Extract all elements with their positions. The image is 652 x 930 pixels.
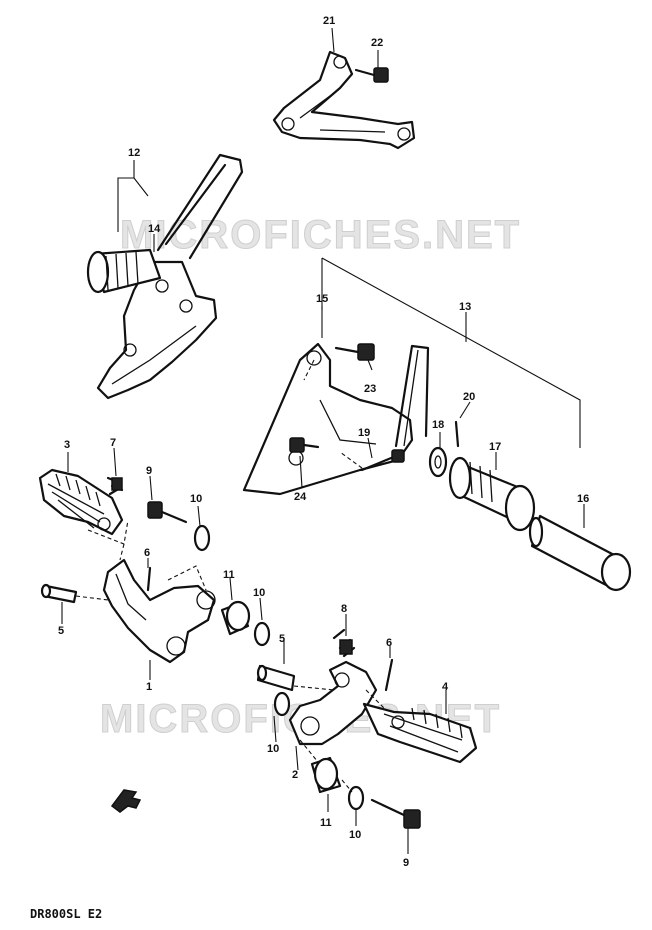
left-footrest-bracket bbox=[96, 153, 244, 400]
pin-6-right bbox=[384, 658, 394, 692]
callout-22: 22 bbox=[371, 37, 383, 49]
callout-18: 18 bbox=[432, 419, 444, 431]
bolt-19 bbox=[360, 449, 405, 472]
callout-12: 12 bbox=[128, 147, 140, 159]
callout-11-left: 11 bbox=[223, 569, 235, 581]
callout-13: 13 bbox=[459, 301, 471, 313]
callout-17: 17 bbox=[489, 441, 501, 453]
callout-24: 24 bbox=[294, 491, 307, 503]
callout-9-bottom: 9 bbox=[403, 857, 409, 869]
callout-6-right: 6 bbox=[386, 637, 392, 649]
callout-4: 4 bbox=[442, 681, 449, 693]
callout-11-right: 11 bbox=[320, 817, 332, 829]
washer-10-bottom bbox=[347, 785, 365, 811]
callout-10-right: 10 bbox=[267, 743, 279, 755]
bushing-11-left bbox=[220, 600, 251, 636]
dashed-assembly-lines bbox=[75, 359, 387, 793]
pin-6-left bbox=[146, 566, 152, 592]
upper-bracket bbox=[272, 50, 416, 150]
callout-14: 14 bbox=[148, 223, 161, 235]
callout-21: 21 bbox=[323, 15, 335, 27]
callout-5-right: 5 bbox=[279, 633, 285, 645]
leader-lines bbox=[61, 27, 585, 854]
front-arrow-icon bbox=[110, 789, 142, 813]
callout-23: 23 bbox=[364, 383, 376, 395]
right-footrest-peg-4 bbox=[362, 702, 478, 764]
washer-10-mid bbox=[253, 621, 271, 647]
bolt-22 bbox=[354, 67, 389, 83]
washer-18 bbox=[428, 446, 448, 478]
callout-19: 19 bbox=[358, 427, 370, 439]
pivot-shaft-14 bbox=[86, 248, 162, 294]
bolt-9-bottom bbox=[370, 798, 421, 829]
callout-9-top: 9 bbox=[146, 465, 152, 477]
callout-6-left: 6 bbox=[144, 547, 150, 559]
callout-10-bottom: 10 bbox=[349, 829, 361, 841]
model-code: DR800SL E2 bbox=[30, 907, 102, 921]
right-footrest-bracket bbox=[242, 342, 430, 496]
bushing-17 bbox=[448, 456, 536, 532]
callout-2: 2 bbox=[292, 769, 298, 781]
right-footrest-bracket-2 bbox=[288, 660, 378, 746]
callout-16: 16 bbox=[577, 493, 589, 505]
spring-7 bbox=[106, 476, 124, 496]
callout-8: 8 bbox=[341, 603, 347, 615]
bolt-23 bbox=[334, 343, 375, 361]
callout-3: 3 bbox=[64, 439, 70, 451]
callout-15: 15 bbox=[316, 293, 328, 305]
shaft-16 bbox=[528, 514, 632, 592]
callout-labels: 21 22 12 14 15 13 23 20 19 18 17 24 16 3… bbox=[58, 15, 589, 869]
callout-10-mid: 10 bbox=[253, 587, 265, 599]
bolt-9-top bbox=[147, 501, 188, 524]
washer-10-right bbox=[273, 691, 291, 717]
washer-10-top bbox=[193, 524, 211, 552]
spring-8 bbox=[332, 628, 356, 658]
callout-10-top: 10 bbox=[190, 493, 202, 505]
callout-5-left: 5 bbox=[58, 625, 64, 637]
callout-7: 7 bbox=[110, 437, 116, 449]
watermark-top: MICROFICHES.NET bbox=[120, 213, 521, 257]
bolt-24 bbox=[289, 437, 320, 453]
left-footrest-bracket-1 bbox=[102, 558, 216, 664]
left-footrest-peg-3 bbox=[38, 468, 124, 536]
callout-20: 20 bbox=[463, 391, 475, 403]
callout-1: 1 bbox=[146, 681, 152, 693]
pin-20 bbox=[454, 420, 460, 448]
bushing-11-right bbox=[310, 756, 342, 794]
clevis-pin-5-right bbox=[256, 664, 296, 692]
clevis-pin-5-left bbox=[40, 583, 78, 604]
